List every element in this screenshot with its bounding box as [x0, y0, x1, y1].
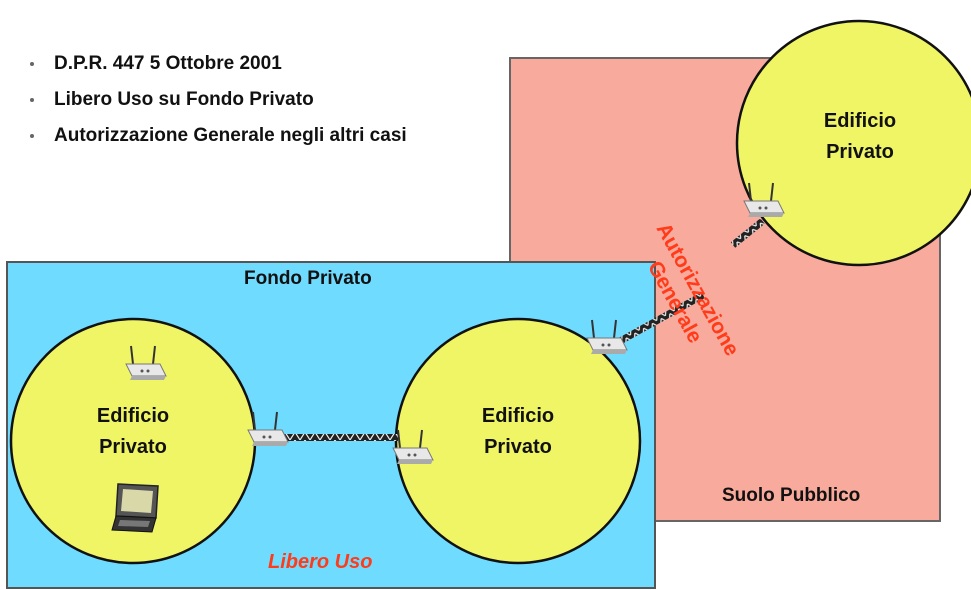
building-center-line1: Edificio — [481, 405, 555, 427]
bullet-text: Autorizzazione Generale negli altri casi — [54, 125, 407, 146]
building-left-line1: Edificio — [96, 405, 170, 427]
bullet-dot — [30, 134, 34, 138]
bullet-text: D.P.R. 447 5 Ottobre 2001 — [54, 53, 282, 74]
wireless-link-left-center — [270, 434, 398, 441]
wireless-link-center-public — [611, 292, 705, 349]
building-left-label: Edificio Privato — [53, 401, 213, 463]
laptop-icon — [111, 483, 159, 533]
bullet-text: Libero Uso su Fondo Privato — [54, 89, 314, 110]
building-right-label: Edificio Privato — [780, 106, 940, 168]
private-land-label: Fondo Privato — [244, 268, 372, 289]
building-right-line2: Privato — [826, 141, 894, 163]
free-use-label: Libero Uso — [268, 551, 373, 573]
public-land-label: Suolo Pubblico — [722, 485, 861, 506]
wireless-link-public-right — [730, 218, 765, 248]
bullet-dot — [30, 98, 34, 102]
building-left-line2: Privato — [99, 436, 167, 458]
building-right — [735, 19, 971, 267]
bullet-item: Autorizzazione Generale negli altri casi — [30, 124, 474, 147]
building-center-line2: Privato — [484, 436, 552, 458]
building-center-label: Edificio Privato — [438, 401, 598, 463]
bullet-item: Libero Uso su Fondo Privato — [30, 88, 474, 111]
bullet-item: D.P.R. 447 5 Ottobre 2001 — [30, 52, 474, 75]
building-right-line1: Edificio — [823, 110, 897, 132]
bullet-list: D.P.R. 447 5 Ottobre 2001 Libero Uso su … — [30, 52, 474, 160]
bullet-dot — [30, 62, 34, 66]
